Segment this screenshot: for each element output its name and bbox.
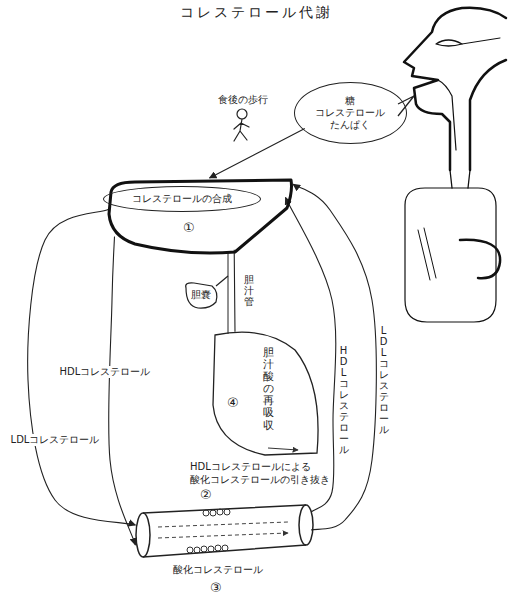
node-text: 胆汁酸の再吸収 [263,347,274,432]
liver-organ-shape [105,178,295,256]
figure-body [234,119,249,141]
gallbladder-neck [216,276,228,286]
gallbladder: 胆嚢 [182,280,220,310]
chest-outline [405,188,496,322]
vessel-end [299,505,313,545]
edge-label: 胆汁管 [242,274,256,307]
intestine-outline [213,332,318,455]
callout-number: ① [183,220,195,236]
liver-outline [109,180,292,253]
neck-outline [470,60,506,170]
node-text: 胆嚢 [191,289,211,301]
gallbladder-outline [186,283,217,308]
callout-number: ② [200,487,212,503]
throat-line [438,80,456,150]
diagram-title: コレステロール代謝 [180,4,333,21]
particle [222,545,228,551]
node-text: 糖 [345,95,355,107]
head-outline [404,8,506,170]
particle [224,509,230,515]
blood-vessel: 酸化コレステロール ③ [128,500,313,600]
liver-organ: ① コレステロールの合成 [105,178,295,256]
head-figure [404,8,506,322]
particle [201,546,207,552]
callout-number: ③ [210,580,222,596]
particle [203,510,209,516]
connector-line [109,237,136,546]
bile-duct-wall [228,252,229,334]
node-text: たんぱく [330,119,370,131]
intestine: 胆汁酸の再吸収 ④ [205,325,325,460]
stomach-tube [460,240,500,278]
walking-figure [234,109,249,141]
figure-head [237,109,247,119]
vessel-end [136,513,150,557]
process-note: HDLコレステロールによる 酸化コレステロールの引き抜き [190,461,330,486]
particle [217,509,223,515]
connector-line [210,129,305,179]
eye [436,40,462,46]
vessel-wall [143,505,306,557]
node-text: コレステロール [315,107,385,119]
particle [194,547,200,553]
callout-number: ④ [227,395,239,411]
edge-label: HDLコレステロール [337,345,351,455]
synthesis-oval: コレステロールの合成 [103,186,261,212]
particle [215,545,221,551]
airway [418,228,436,280]
blood-flow [158,522,288,538]
activity-label: 食後の歩行 [218,94,268,106]
connector-line [234,250,236,332]
oxidized-particles [187,509,230,553]
particle [208,546,214,552]
particle [187,547,193,553]
edge-label: LDLコレステロール [9,434,102,446]
node-text: 酸化コレステロール [173,564,263,576]
node-text: コレステロールの合成 [132,193,232,205]
edge-label: HDLコレステロール [58,366,153,378]
intake-bubble: 糖コレステロールたんぱく [294,82,407,144]
particle [210,510,216,516]
face-line [462,38,500,44]
edge-label: LDLコレステロール [377,325,391,435]
flow-arrow [268,448,298,450]
esophagus [450,170,470,188]
